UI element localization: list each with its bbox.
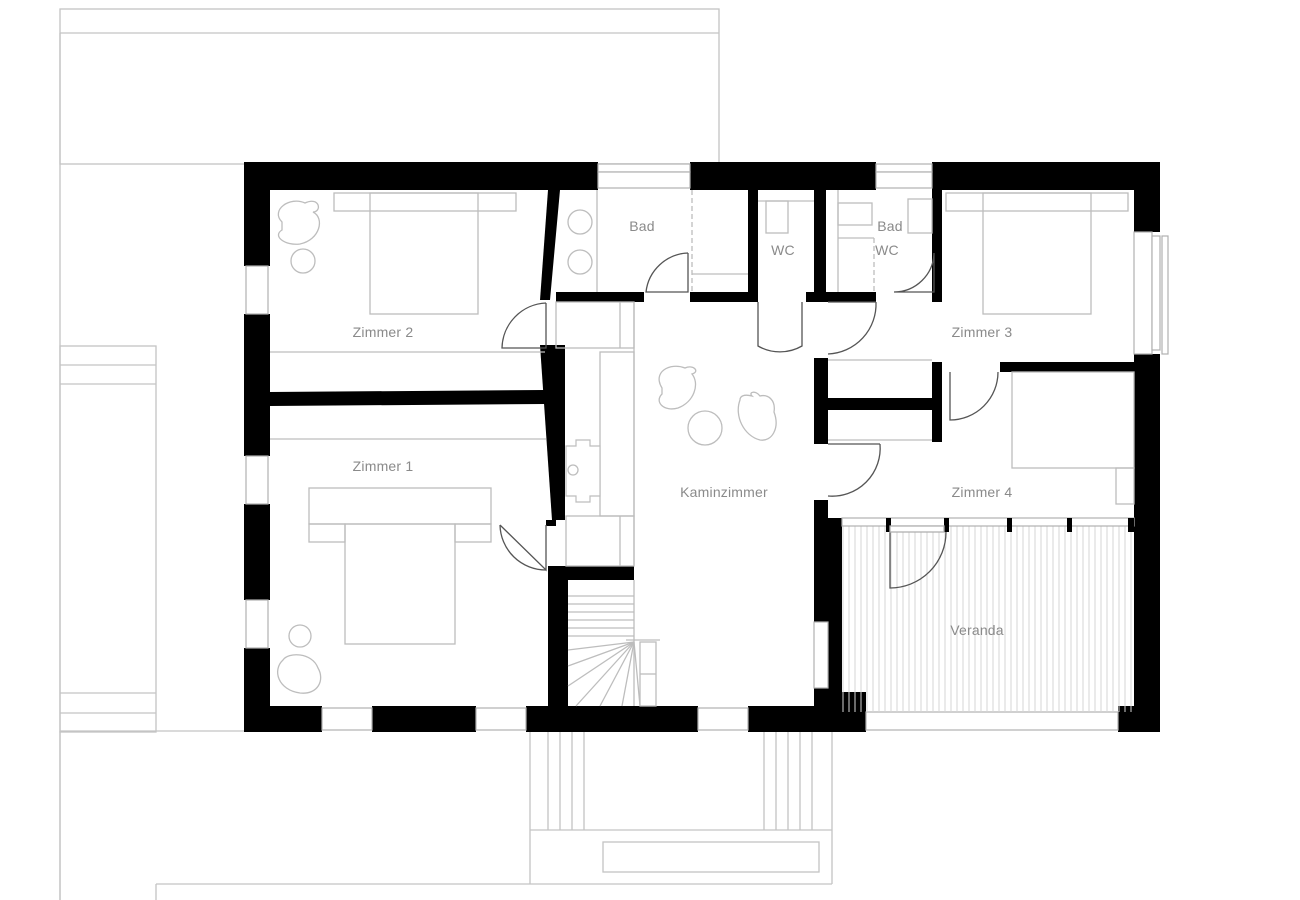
site-outlines xyxy=(59,8,833,900)
room-label-zimmer2: Zimmer 2 xyxy=(352,324,414,340)
stairs xyxy=(567,580,660,707)
room-label-zimmer4: Zimmer 4 xyxy=(951,484,1013,500)
room-label-wc: WC xyxy=(771,242,795,258)
room-label-bad: Bad xyxy=(629,218,655,234)
walls xyxy=(244,162,1160,732)
furniture xyxy=(270,190,1135,707)
doors xyxy=(499,252,999,589)
room-label-veranda: Veranda xyxy=(950,622,1004,638)
room-label-zimmer1: Zimmer 1 xyxy=(352,458,414,474)
room-label-wc-2: WC xyxy=(875,242,899,258)
fireplace xyxy=(565,439,601,503)
windows xyxy=(245,163,1169,731)
veranda-floor xyxy=(841,517,1135,712)
room-label-bad-2: Bad xyxy=(877,218,903,234)
room-label-kaminzimmer: Kaminzimmer xyxy=(680,484,768,500)
room-label-zimmer3: Zimmer 3 xyxy=(951,324,1013,340)
